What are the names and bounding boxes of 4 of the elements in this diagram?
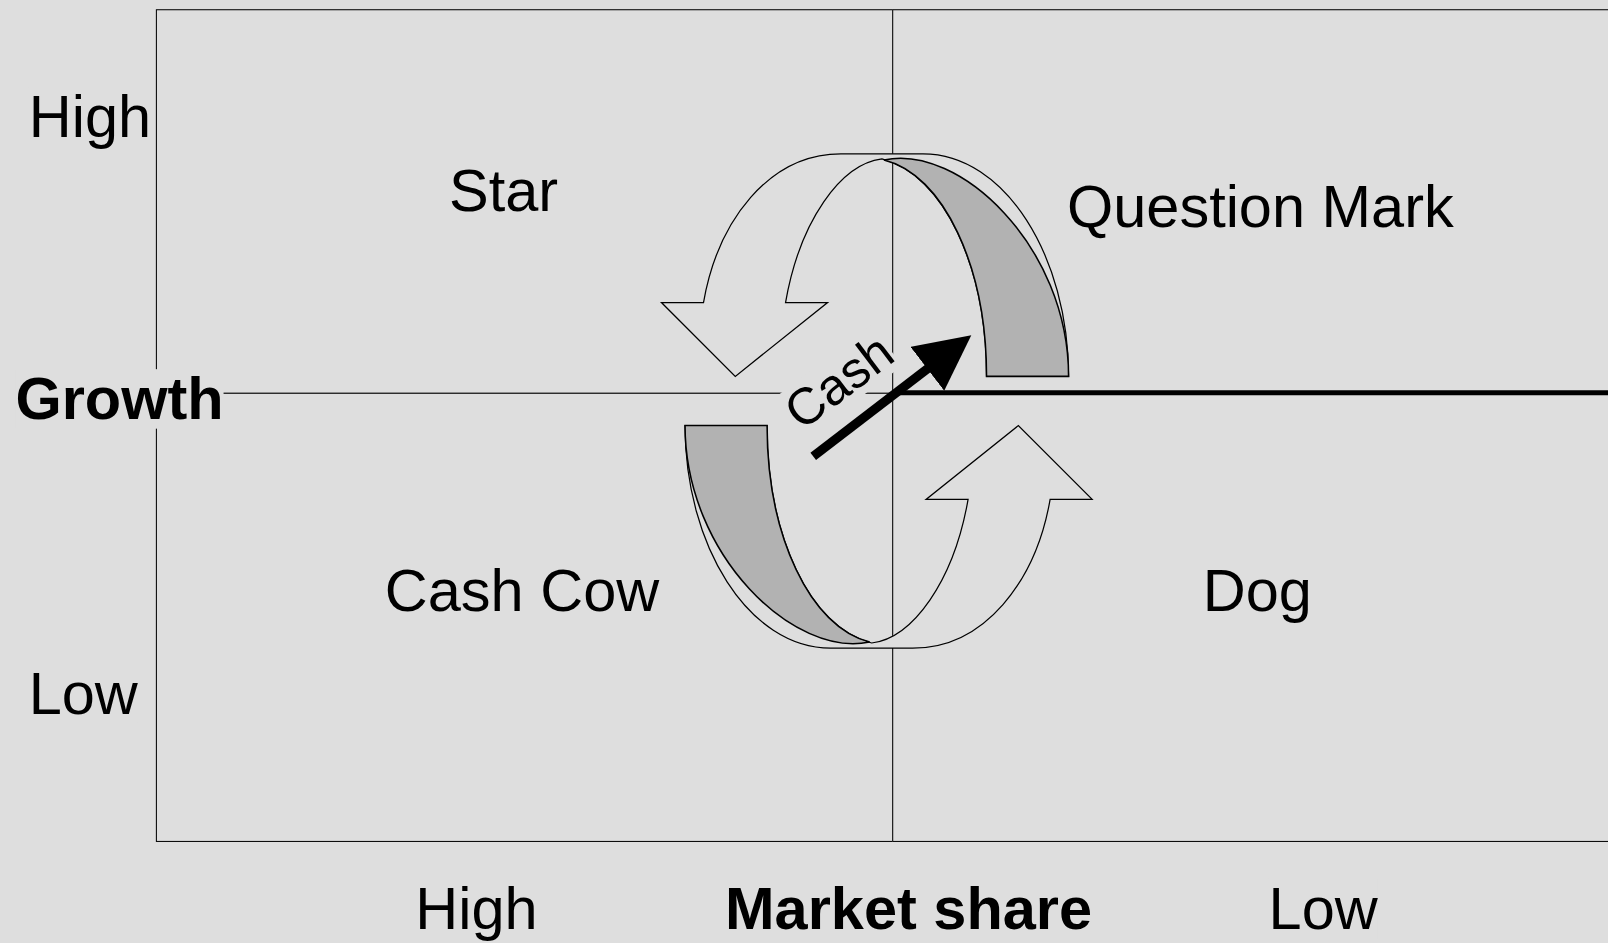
quadrant-label: Star — [449, 161, 559, 221]
quadrant-label: Cash Cow — [384, 560, 660, 621]
axis-title: Growth — [15, 369, 224, 429]
quadrant-label: Dog — [1202, 560, 1312, 621]
